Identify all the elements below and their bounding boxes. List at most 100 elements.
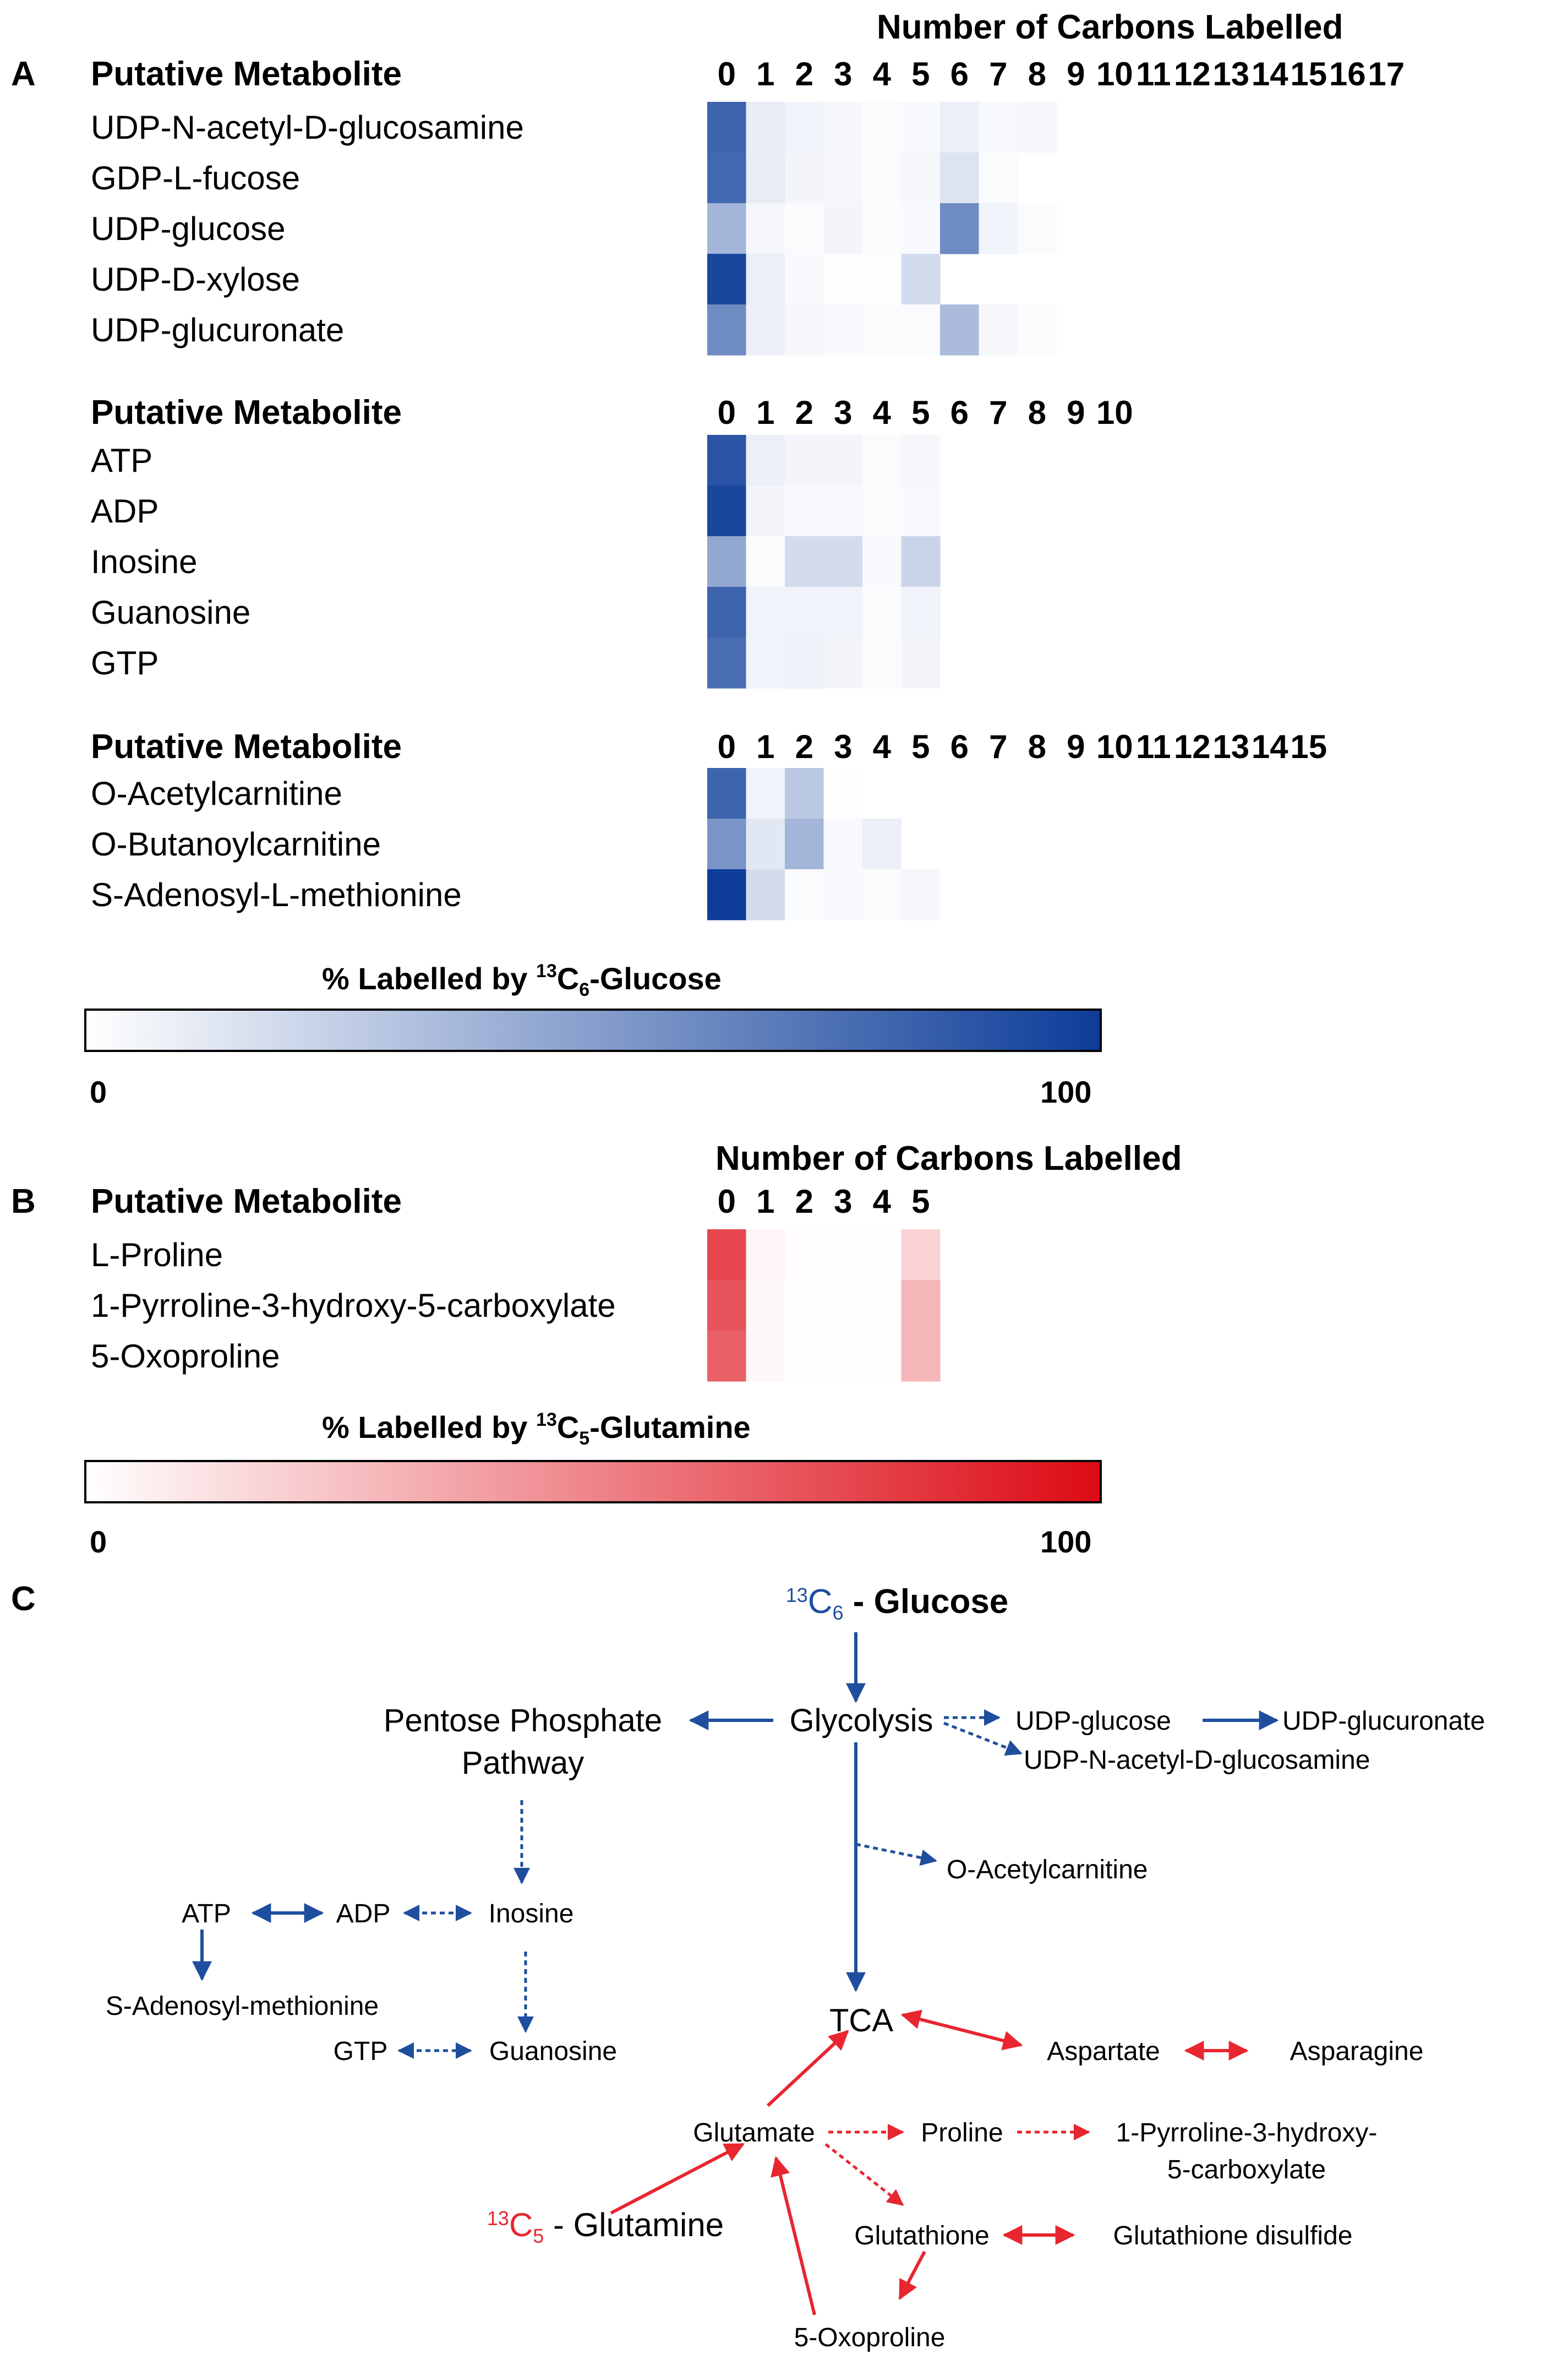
panel-a-group-2-row-label: Inosine — [91, 543, 197, 580]
panel-b-cell — [862, 1229, 902, 1280]
panel-a-group-1-col-label: 10 — [1096, 56, 1133, 92]
panel-a-group-2-col-label: 8 — [1028, 394, 1046, 431]
panel-a-group-2-cell — [862, 637, 902, 689]
panel-b-cell — [785, 1229, 824, 1280]
panel-a-group-1-cell — [979, 304, 1018, 356]
node-ppp-line2: Pathway — [462, 1745, 584, 1781]
panel-a-group-1-cell — [707, 254, 747, 305]
panel-a-group-1-cell — [746, 102, 785, 153]
panel-a-group-3-cell — [823, 819, 863, 870]
panel-a-group-1-col-label: 5 — [911, 56, 930, 92]
panel-a-group-1-cell — [785, 254, 824, 305]
panel-a-group-2-cell — [785, 587, 824, 638]
panel-a-group-2-col-label: 3 — [834, 394, 852, 431]
panel-a-group-1-cell — [746, 254, 785, 305]
node-pyrroline-line1: 1-Pyrroline-3-hydroxy- — [1116, 2118, 1378, 2148]
panel-b-cell — [901, 1280, 941, 1331]
panel-a-colorbar-max: 100 — [1040, 1075, 1091, 1109]
panel-a-group-1-cell — [979, 203, 1018, 254]
panel-a-group-1-row-label: UDP-glucose — [91, 210, 285, 247]
node-atp: ATP — [182, 1899, 231, 1928]
panel-a-group-3-cell — [746, 768, 785, 819]
panel-letter-a: A — [11, 55, 36, 93]
panel-b-cell — [862, 1280, 902, 1331]
panel-a-group-2-row-label: ATP — [91, 442, 152, 479]
panel-a-group-3-cell — [707, 768, 747, 819]
panel-a-group-1-cell — [746, 304, 785, 356]
node-glutamate: Glutamate — [693, 2118, 815, 2148]
panel-a-group-3-col-label: 12 — [1174, 728, 1211, 765]
panel-a-group-1-col-label: 7 — [989, 56, 1007, 92]
panel-a-group-3-cell — [901, 869, 941, 920]
panel-a-group-3-cell — [707, 869, 747, 920]
panel-a-group-2-cell — [862, 587, 902, 638]
panel-a-group-1-cell — [823, 304, 863, 356]
panel-a-group-1-cell — [862, 304, 902, 356]
panel-a-group-2-cell — [901, 587, 941, 638]
panel-a-group-1-cell — [901, 152, 941, 204]
panel-a-group-3-col-label: 5 — [911, 728, 930, 765]
panel-a-colorbar-label: % Labelled by 13C6-Glucose — [322, 961, 722, 1000]
panel-b-row-label: 1-Pyrroline-3-hydroxy-5-carboxylate — [91, 1287, 616, 1324]
panel-a-group-1-row-label: UDP-N-acetyl-D-glucosamine — [91, 109, 524, 146]
panel-a-group-1-cell — [746, 203, 785, 254]
panel-a-group-2-col-label: 5 — [911, 394, 930, 431]
panel-b-colorbar-max: 100 — [1040, 1524, 1091, 1559]
panel-a-group-1-col-label: 1 — [756, 56, 774, 92]
panel-a-group-1-cell — [1018, 304, 1057, 356]
panel-a-group-2-cell — [785, 435, 824, 486]
node-o-acetylcarnitine: O-Acetylcarnitine — [947, 1855, 1148, 1884]
panel-b-col-label: 1 — [756, 1183, 774, 1220]
panel-a-group-1-header: Putative Metabolite — [91, 55, 402, 93]
panel-a-group-2-col-label: 2 — [795, 394, 813, 431]
panel-a-group-1-cell — [1018, 102, 1057, 153]
panel-a-group-3-col-label: 14 — [1252, 728, 1288, 765]
glutamine-arrows-dotted — [824, 2124, 1090, 2206]
panel-a-group-3-col-label: 11 — [1136, 728, 1171, 765]
panel-a-group-1-col-label: 3 — [834, 56, 852, 92]
panel-a-group-1-cell — [823, 203, 863, 254]
panel-b-colorbar-label: % Labelled by 13C5-Glutamine — [322, 1409, 751, 1449]
panel-b-colorbar-min: 0 — [90, 1524, 107, 1559]
panel-a-group-2-col-label: 0 — [718, 394, 736, 431]
panel-a-group-2-cell — [746, 587, 785, 638]
panel-a-group-1-cell — [979, 152, 1018, 204]
panel-a-group-1-col-label: 11 — [1136, 56, 1171, 92]
panel-a-group-2-cell — [901, 536, 941, 587]
panel-a-group-3-col-label: 1 — [756, 728, 774, 765]
panel-a-group-1-cell — [785, 152, 824, 204]
panel-letter-b: B — [11, 1182, 36, 1220]
panel-a-group-3-row-label: S-Adenosyl-L-methionine — [91, 876, 462, 913]
panel-a-group-1-cell — [707, 102, 747, 153]
panel-a-group-3-cell — [785, 768, 824, 819]
panel-a-group-2-cell — [823, 536, 863, 587]
panel-b-axis-title: Number of Carbons Labelled — [715, 1140, 1182, 1178]
panel-a-group-2-cell — [746, 637, 785, 689]
node-ppp-line1: Pentose Phosphate — [384, 1703, 662, 1738]
panel-a-group-2-header: Putative Metabolite — [91, 394, 402, 432]
panel-a-group-1-cell — [901, 254, 941, 305]
panel-a-group-2-cell — [901, 486, 941, 537]
panel-a-group-3-col-label: 13 — [1212, 728, 1249, 765]
panel-a-group-3-row-label: O-Acetylcarnitine — [91, 775, 342, 812]
panel-a-group-2-cell — [823, 637, 863, 689]
panel-a-group-2-cell — [901, 435, 941, 486]
panel-a-group-2-cell — [862, 435, 902, 486]
panel-a-group-2-cell — [707, 435, 747, 486]
panel-a-group-3-col-label: 8 — [1028, 728, 1046, 765]
panel-a-colorbar-min: 0 — [90, 1075, 107, 1109]
panel-a-group-2-col-label: 9 — [1067, 394, 1085, 431]
panel-a-group-2-row-label: GTP — [91, 645, 159, 682]
panel-a-group-1-row-label: GDP-L-fucose — [91, 160, 300, 197]
node-guanosine: Guanosine — [489, 2037, 617, 2066]
panel-letter-c: C — [11, 1580, 36, 1618]
panel-a-group-3-col-label: 15 — [1290, 728, 1327, 765]
panel-a-group-1-col-label: 16 — [1329, 56, 1366, 92]
panel-b-col-label: 5 — [911, 1183, 930, 1220]
node-pyrroline-line2: 5-carboxylate — [1167, 2155, 1326, 2184]
panel-a-group-1-col-label: 9 — [1067, 56, 1085, 92]
panel-a-group-1-cell — [940, 102, 980, 153]
panel-a-group-2-cell — [823, 486, 863, 537]
